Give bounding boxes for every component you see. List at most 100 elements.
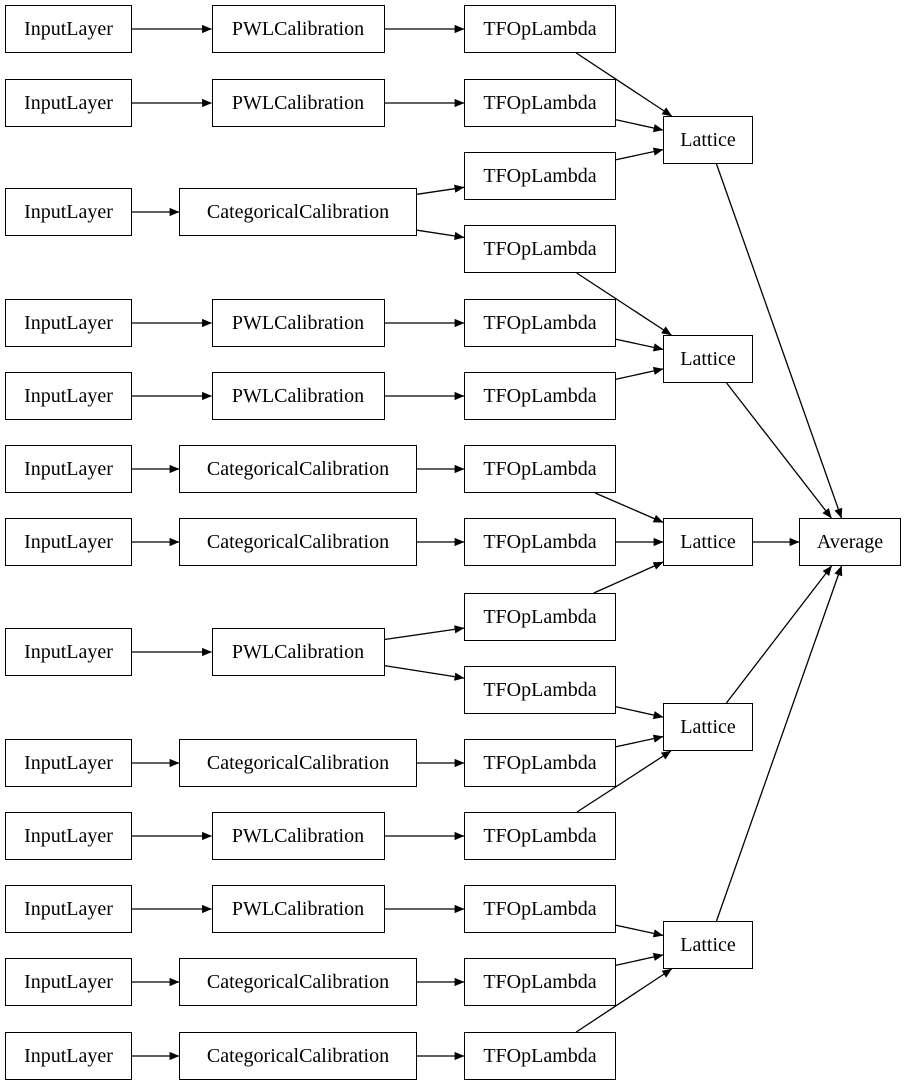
edge-p5-t10 xyxy=(384,664,465,681)
node-label: Lattice xyxy=(680,129,736,151)
node-label: InputLayer xyxy=(24,1045,113,1067)
node-label: CategoricalCalibration xyxy=(206,531,390,553)
node-label: InputLayer xyxy=(24,531,113,553)
node-label: TFOpLambda xyxy=(483,679,597,701)
node-inputlayer-i1: InputLayer xyxy=(5,5,132,53)
edge-t3-l1 xyxy=(615,147,664,161)
edge-t9-l3 xyxy=(593,561,664,594)
node-inputlayer-i12: InputLayer xyxy=(5,958,132,1006)
node-tfoplambda-t3: TFOpLambda xyxy=(464,152,616,200)
node-categoricalcalibration-c2: CategoricalCalibration xyxy=(179,445,417,493)
node-label: TFOpLambda xyxy=(483,531,597,553)
node-tfoplambda-t14: TFOpLambda xyxy=(464,958,616,1006)
node-label: InputLayer xyxy=(24,641,113,663)
node-label: CategoricalCalibration xyxy=(206,201,390,223)
node-tfoplambda-t13: TFOpLambda xyxy=(464,885,616,933)
node-tfoplambda-t5: TFOpLambda xyxy=(464,299,616,347)
node-tfoplambda-t8: TFOpLambda xyxy=(464,518,616,566)
node-label: PWLCalibration xyxy=(231,825,365,847)
edge-l5-avg xyxy=(715,565,843,922)
edge-t4-l2 xyxy=(576,272,672,336)
node-label: InputLayer xyxy=(24,18,113,40)
edge-c1-t4 xyxy=(416,229,465,241)
node-label: PWLCalibration xyxy=(231,641,365,663)
node-categoricalcalibration-c1: CategoricalCalibration xyxy=(179,188,417,236)
node-label: TFOpLambda xyxy=(483,898,597,920)
node-tfoplambda-t6: TFOpLambda xyxy=(464,372,616,420)
node-inputlayer-i5: InputLayer xyxy=(5,372,132,420)
node-categoricalcalibration-c5: CategoricalCalibration xyxy=(179,958,417,1006)
node-label: Average xyxy=(816,531,884,553)
node-label: InputLayer xyxy=(24,201,113,223)
node-inputlayer-i7: InputLayer xyxy=(5,518,132,566)
node-tfoplambda-t4: TFOpLambda xyxy=(464,225,616,273)
node-pwlcalibration-p3: PWLCalibration xyxy=(211,299,385,347)
edge-l1-avg xyxy=(715,163,843,519)
node-label: TFOpLambda xyxy=(483,971,597,993)
node-inputlayer-i13: InputLayer xyxy=(5,1032,132,1080)
node-tfoplambda-t2: TFOpLambda xyxy=(464,79,616,127)
node-inputlayer-i3: InputLayer xyxy=(5,188,132,236)
node-label: PWLCalibration xyxy=(231,898,365,920)
node-label: TFOpLambda xyxy=(483,92,597,114)
edge-t12-l4 xyxy=(576,750,672,813)
edge-t7-l3 xyxy=(594,492,664,523)
node-label: InputLayer xyxy=(24,312,113,334)
node-label: TFOpLambda xyxy=(483,18,597,40)
node-tfoplambda-t10: TFOpLambda xyxy=(464,666,616,714)
node-label: PWLCalibration xyxy=(231,92,365,114)
node-label: InputLayer xyxy=(24,971,113,993)
node-label: TFOpLambda xyxy=(483,752,597,774)
node-label: TFOpLambda xyxy=(483,825,597,847)
node-pwlcalibration-p5: PWLCalibration xyxy=(211,628,385,676)
node-label: CategoricalCalibration xyxy=(206,458,390,480)
node-label: TFOpLambda xyxy=(483,312,597,334)
node-label: TFOpLambda xyxy=(483,458,597,480)
node-inputlayer-i4: InputLayer xyxy=(5,299,132,347)
node-label: TFOpLambda xyxy=(483,238,597,260)
node-label: Lattice xyxy=(680,716,736,738)
node-label: InputLayer xyxy=(24,385,113,407)
node-tfoplambda-t11: TFOpLambda xyxy=(464,739,616,787)
node-tfoplambda-t9: TFOpLambda xyxy=(464,593,616,641)
node-pwlcalibration-p7: PWLCalibration xyxy=(211,885,385,933)
edge-t2-l1 xyxy=(615,119,664,133)
node-inputlayer-i11: InputLayer xyxy=(5,885,132,933)
node-label: InputLayer xyxy=(24,458,113,480)
node-label: InputLayer xyxy=(24,898,113,920)
node-lattice-l2: Lattice xyxy=(663,335,753,383)
node-average-avg: Average xyxy=(799,518,901,566)
node-pwlcalibration-p1: PWLCalibration xyxy=(211,5,385,53)
node-label: Lattice xyxy=(680,531,736,553)
node-categoricalcalibration-c6: CategoricalCalibration xyxy=(179,1032,417,1080)
edge-t10-l4 xyxy=(615,706,664,720)
edge-l4-avg xyxy=(725,565,833,704)
edge-t11-l4 xyxy=(615,734,664,748)
node-label: CategoricalCalibration xyxy=(206,971,390,993)
node-lattice-l3: Lattice xyxy=(663,518,753,566)
node-label: Lattice xyxy=(680,348,736,370)
edge-l2-avg xyxy=(726,382,832,519)
node-tfoplambda-t15: TFOpLambda xyxy=(464,1032,616,1080)
node-lattice-l5: Lattice xyxy=(663,921,753,969)
node-inputlayer-i2: InputLayer xyxy=(5,79,132,127)
edge-t13-l5 xyxy=(615,924,664,938)
node-tfoplambda-t12: TFOpLambda xyxy=(464,812,616,860)
node-pwlcalibration-p2: PWLCalibration xyxy=(211,79,385,127)
node-label: TFOpLambda xyxy=(483,165,597,187)
node-label: InputLayer xyxy=(24,92,113,114)
node-inputlayer-i8: InputLayer xyxy=(5,628,132,676)
node-label: TFOpLambda xyxy=(483,385,597,407)
node-tfoplambda-t7: TFOpLambda xyxy=(464,445,616,493)
node-label: TFOpLambda xyxy=(483,606,597,628)
node-label: Lattice xyxy=(680,934,736,956)
edge-t6-l2 xyxy=(615,366,664,380)
node-label: PWLCalibration xyxy=(231,385,365,407)
node-label: InputLayer xyxy=(24,752,113,774)
node-lattice-l1: Lattice xyxy=(663,116,753,164)
node-label: CategoricalCalibration xyxy=(206,752,390,774)
node-categoricalcalibration-c3: CategoricalCalibration xyxy=(179,518,417,566)
